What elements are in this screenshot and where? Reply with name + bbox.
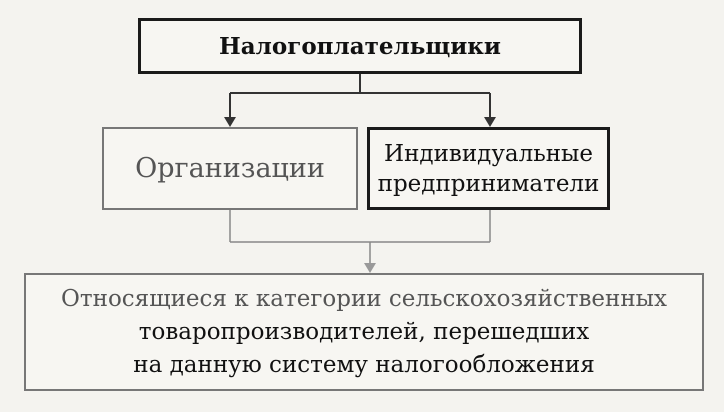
entrepreneurs-line-1: Индивидуальные	[384, 140, 593, 167]
arrow-to-bottom	[364, 263, 376, 273]
agricultural-line-2: товаропроизводителей, перешедших	[138, 318, 590, 345]
organizations-label: Организации	[135, 153, 325, 184]
taxpayers-label: Налогоплательщики	[219, 32, 501, 60]
entrepreneurs-line-2: предприниматели	[377, 170, 600, 197]
organizations-box: Организации	[102, 127, 358, 210]
entrepreneurs-box: Индивидуальные предприниматели	[367, 127, 610, 210]
agricultural-producers-box: Относящиеся к категории сельскохозяйстве…	[24, 273, 704, 391]
arrow-to-organizations	[224, 117, 236, 127]
taxpayers-box: Налогоплательщики	[138, 18, 582, 74]
arrow-to-entrepreneurs	[484, 117, 496, 127]
agricultural-line-1: Относящиеся к категории сельскохозяйстве…	[61, 285, 667, 312]
agricultural-line-3: на данную систему налогообложения	[133, 351, 595, 378]
